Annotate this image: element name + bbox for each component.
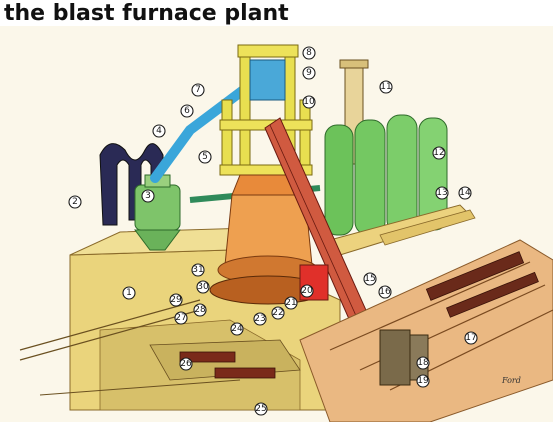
callout-label: 29	[170, 295, 182, 305]
callout-10: 10	[302, 95, 316, 109]
callout-label: 2	[72, 197, 78, 207]
callout-label: 16	[379, 287, 391, 297]
callout-11: 11	[379, 80, 393, 94]
callout-label: 15	[364, 274, 375, 284]
callout-label: 28	[194, 305, 206, 315]
blast-furnace-shell	[209, 174, 327, 305]
callout-31: 31	[191, 263, 205, 277]
callout-label: 7	[195, 85, 201, 95]
callout-24: 24	[230, 322, 244, 336]
callout-label: 20	[301, 286, 313, 296]
callout-label: 25	[255, 404, 266, 414]
callout-label: 9	[306, 68, 312, 78]
callout-28: 28	[193, 303, 207, 317]
callout-12: 12	[432, 146, 446, 160]
callout-label: 17	[465, 333, 476, 343]
stockyard	[299, 239, 553, 422]
callout-9: 9	[302, 66, 316, 80]
callout-label: 24	[231, 324, 243, 334]
callout-15: 15	[363, 272, 377, 286]
callout-16: 16	[378, 285, 392, 299]
callout-label: 12	[433, 148, 444, 158]
callout-label: 31	[192, 265, 203, 275]
callout-1: 1	[122, 286, 136, 300]
callout-label: 14	[459, 188, 471, 198]
callout-18: 18	[416, 356, 430, 370]
callout-label: 23	[254, 314, 265, 324]
callout-14: 14	[458, 186, 472, 200]
hot-blast-stoves	[324, 114, 448, 236]
callout-17: 17	[464, 331, 478, 345]
callout-label: 21	[285, 298, 296, 308]
callout-label: 30	[197, 282, 209, 292]
callout-label: 18	[417, 358, 429, 368]
callout-5: 5	[198, 150, 212, 164]
callout-25: 25	[254, 402, 268, 416]
callout-27: 27	[174, 311, 188, 325]
callout-label: 5	[202, 152, 208, 162]
callout-29: 29	[169, 293, 183, 307]
page-title: the blast furnace plant	[4, 1, 289, 26]
furnace-tower	[219, 44, 313, 176]
callout-20: 20	[300, 284, 314, 298]
callout-label: 3	[145, 191, 151, 201]
callout-7: 7	[191, 83, 205, 97]
callout-label: 6	[184, 106, 190, 116]
callout-label: 26	[180, 359, 192, 369]
artist-signature: Ford	[501, 376, 521, 385]
callout-19: 19	[416, 374, 430, 388]
callout-label: 13	[436, 188, 447, 198]
callout-3: 3	[141, 189, 155, 203]
callout-label: 11	[380, 82, 391, 92]
callout-2: 2	[68, 195, 82, 209]
dust-catcher	[99, 143, 181, 251]
ladle-cars	[179, 351, 276, 379]
callout-13: 13	[435, 186, 449, 200]
callout-22: 22	[271, 306, 285, 320]
callout-label: 1	[126, 288, 132, 298]
callout-23: 23	[253, 312, 267, 326]
callout-4: 4	[152, 124, 166, 138]
callout-21: 21	[284, 296, 298, 310]
callout-label: 8	[306, 48, 312, 58]
callout-label: 27	[175, 313, 186, 323]
callout-label: 4	[156, 126, 162, 136]
callout-8: 8	[302, 46, 316, 60]
callout-6: 6	[180, 104, 194, 118]
callout-26: 26	[179, 357, 193, 371]
callout-label: 19	[417, 376, 429, 386]
callout-30: 30	[196, 280, 210, 294]
callout-label: 22	[272, 308, 283, 318]
callout-label: 10	[303, 97, 315, 107]
